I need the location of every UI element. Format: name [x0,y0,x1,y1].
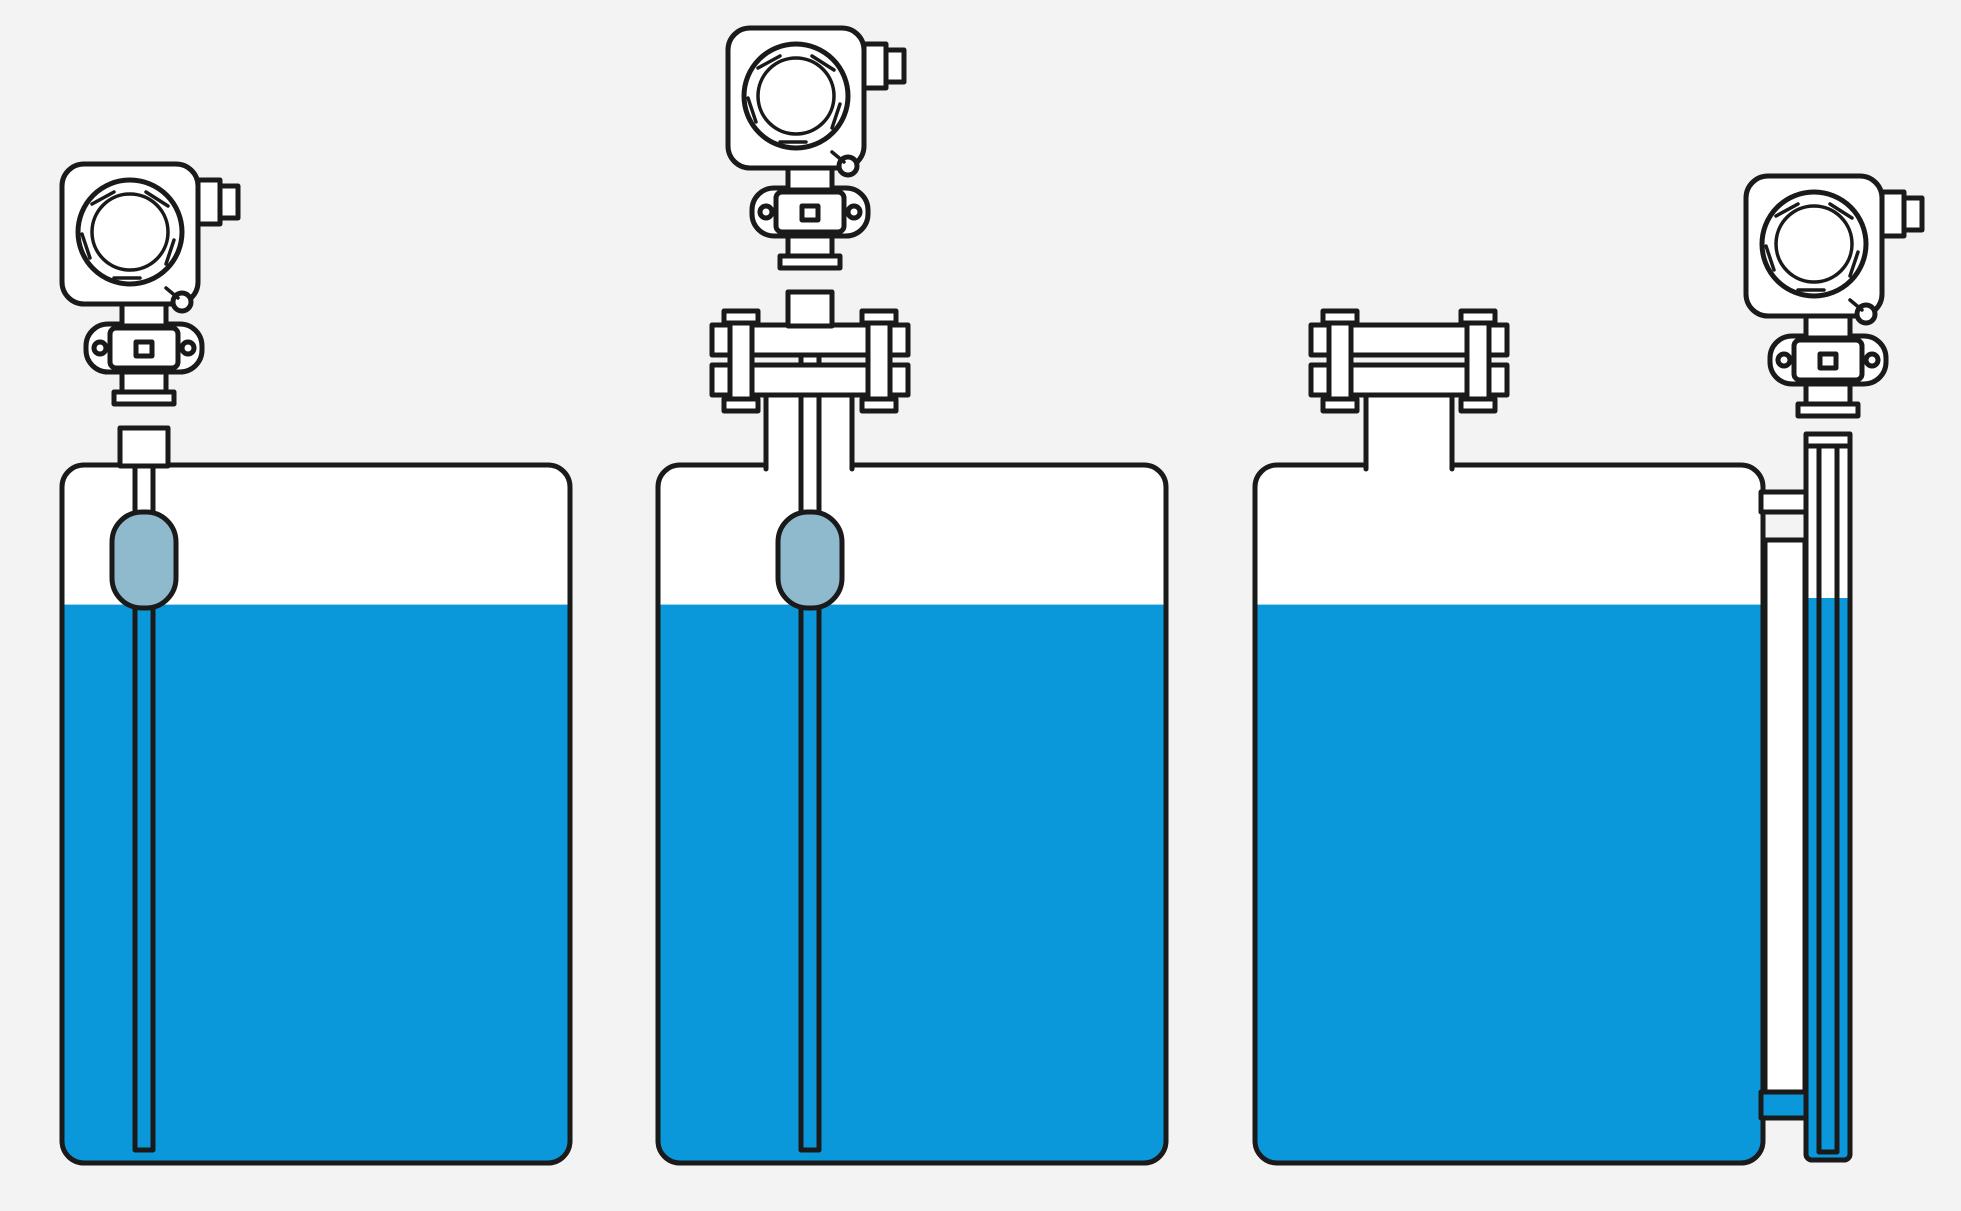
tank-1-threaded-fitting [117,425,171,469]
tank-1-float [109,509,179,611]
tank-3-liquid [1255,604,1763,1163]
bypass-upper-connection [1758,489,1812,515]
tank-3-nozzle [1366,395,1452,469]
tank-3 [1252,176,1922,1166]
tank-2-float [775,509,845,611]
tank-1 [59,164,573,1166]
tank-2 [655,28,1169,1166]
tank-2-liquid [658,604,1166,1163]
bypass-chamber-liquid [1808,598,1848,1158]
bypass-lower-connection [1758,1089,1812,1121]
bypass-chamber-wall [1762,537,1808,1095]
